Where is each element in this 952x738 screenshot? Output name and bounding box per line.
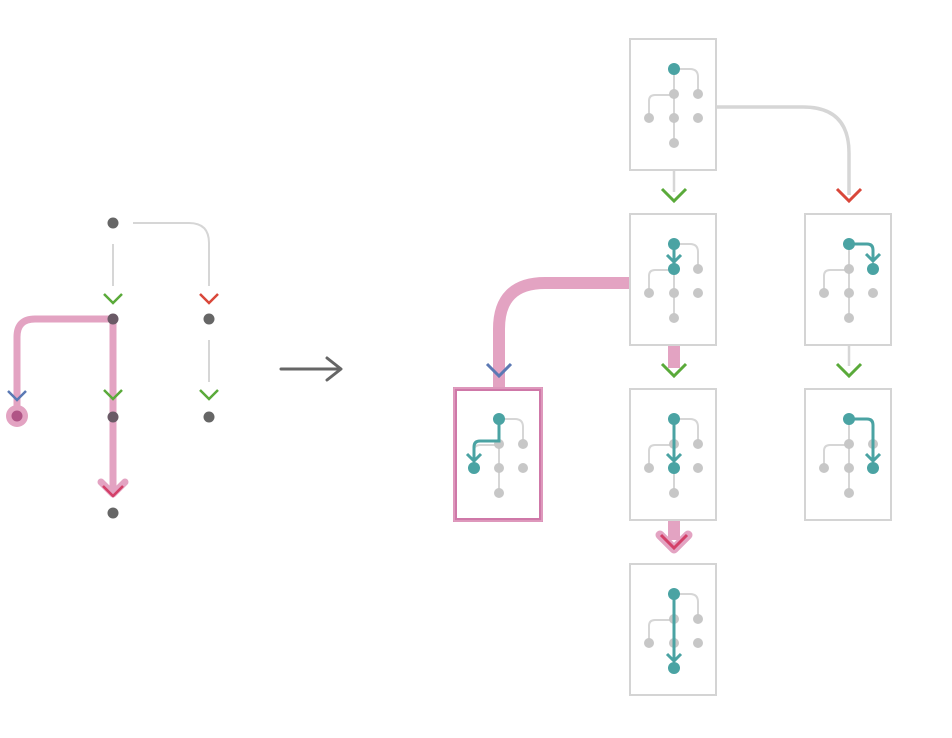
tree-node [107, 507, 119, 519]
state-panel-initial [629, 38, 717, 171]
crimson-chevron-icon [102, 485, 124, 498]
source-tree [6, 217, 219, 519]
red-chevron-icon [199, 293, 219, 305]
state-graph [453, 38, 892, 696]
red-chevron-icon [835, 187, 863, 204]
state-panel [804, 388, 892, 521]
edge-state-right [717, 105, 851, 195]
highlighted-node [11, 410, 23, 422]
highlight-edge-left [493, 277, 629, 388]
state-panel-final [629, 563, 717, 696]
green-chevron-icon [199, 389, 219, 401]
green-chevron-icon [103, 293, 123, 305]
blue-chevron-icon [485, 362, 513, 379]
crimson-chevron-icon [659, 533, 689, 551]
edge-root-right [133, 222, 210, 286]
green-chevron-icon [103, 389, 123, 401]
state-panel-selected [453, 387, 543, 522]
tree-node [203, 411, 215, 423]
green-chevron-icon [660, 362, 688, 379]
tree-node [107, 313, 119, 325]
tree-node [107, 411, 119, 423]
highlight-path-left [13, 315, 117, 414]
tree-node [203, 313, 215, 325]
highlight-path-arrowhead [97, 478, 129, 498]
tree-node-root [107, 217, 119, 229]
state-panel [804, 213, 892, 346]
state-panel [629, 388, 717, 521]
blue-chevron-icon [7, 390, 27, 402]
green-chevron-icon [660, 187, 688, 204]
green-chevron-icon [835, 362, 863, 379]
state-panel [629, 213, 717, 346]
long-right-arrow-icon [279, 356, 343, 382]
